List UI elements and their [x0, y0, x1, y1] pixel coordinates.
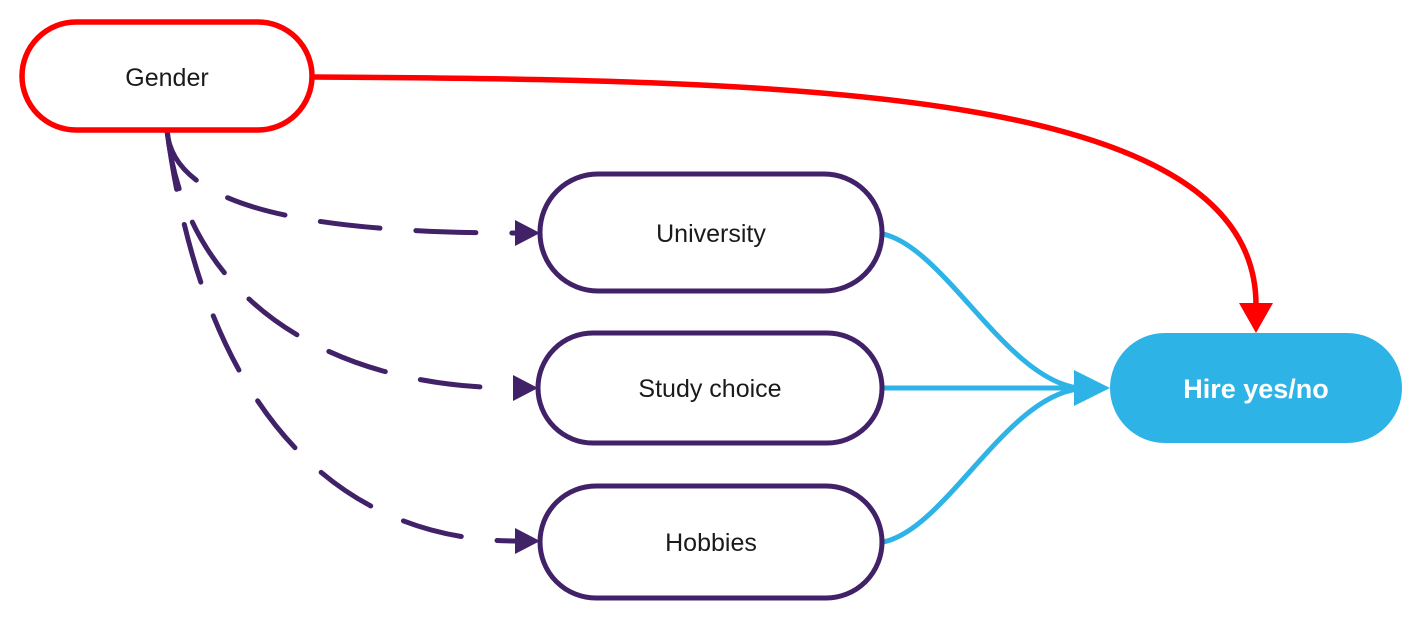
node-study-choice[interactable]: Study choice [535, 330, 885, 446]
node-study-choice-shape[interactable] [535, 330, 885, 446]
node-hobbies-shape[interactable] [537, 483, 885, 601]
node-hire[interactable]: Hire yes/no [1110, 333, 1402, 443]
node-hire-label: Hire yes/no [1183, 374, 1329, 404]
node-gender[interactable]: Gender [19, 19, 315, 133]
node-hobbies-label: Hobbies [665, 529, 757, 557]
node-university-label: University [656, 220, 766, 248]
node-gender-label: Gender [125, 64, 208, 92]
cyan-arrowhead-icon [1074, 370, 1110, 406]
edges-layer [164, 74, 1273, 554]
node-hobbies[interactable]: Hobbies [537, 483, 885, 601]
edge-gender-to-hire [309, 74, 1273, 333]
node-hire-shape[interactable] [1110, 333, 1402, 443]
edge-gender-to-study-choice [164, 127, 538, 401]
edge-gender-to-hobbies [164, 127, 540, 554]
edge-hobbies-to-hire [880, 386, 1081, 545]
edge-gender-to-university [164, 127, 540, 246]
node-study-choice-label: Study choice [638, 375, 781, 403]
edge-university-to-hire [880, 231, 1081, 391]
node-university[interactable]: University [537, 171, 885, 294]
node-university-shape[interactable] [537, 171, 885, 294]
node-gender-shape[interactable] [19, 19, 315, 133]
